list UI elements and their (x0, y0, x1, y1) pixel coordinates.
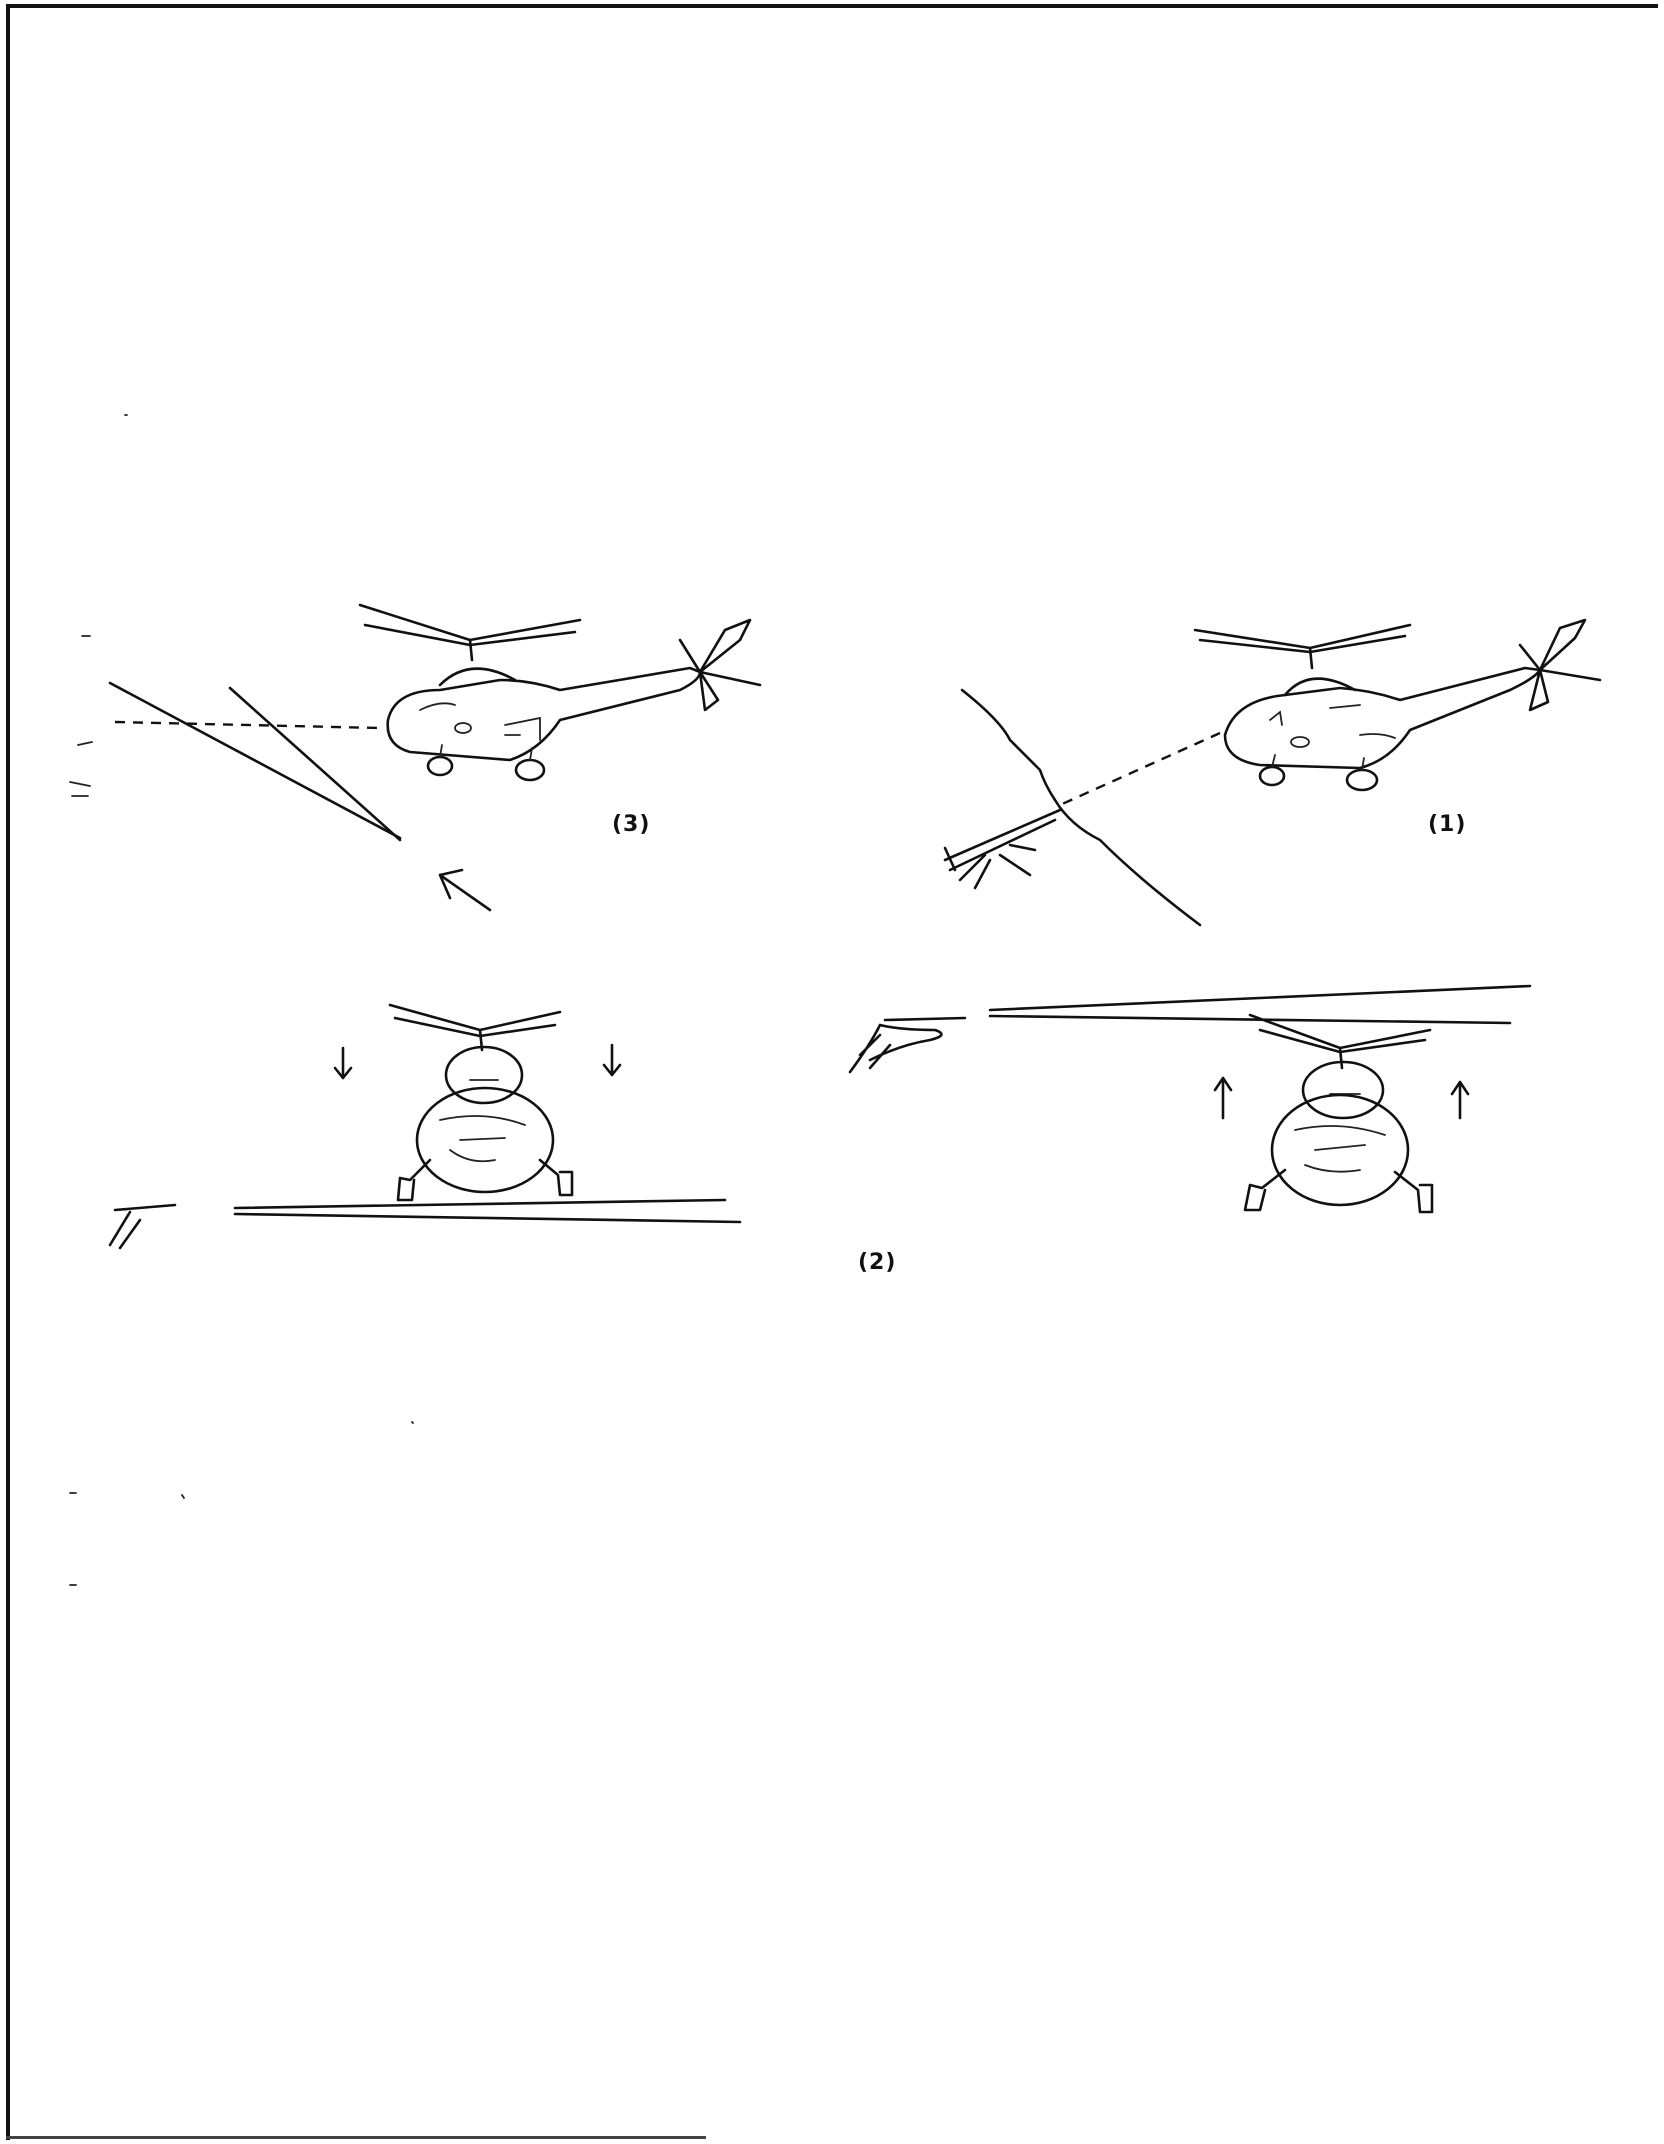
panel-1-helicopter-side (945, 620, 1600, 925)
panel-label-2: (2) (858, 1250, 896, 1275)
panel-2-helicopter-front-left (110, 1005, 740, 1248)
panel-3-helicopter-side (70, 605, 760, 910)
panel-label-3: (3) (612, 812, 650, 837)
panel-label-1: (1) (1428, 812, 1466, 837)
panel-2-helicopter-front-right (850, 986, 1530, 1212)
